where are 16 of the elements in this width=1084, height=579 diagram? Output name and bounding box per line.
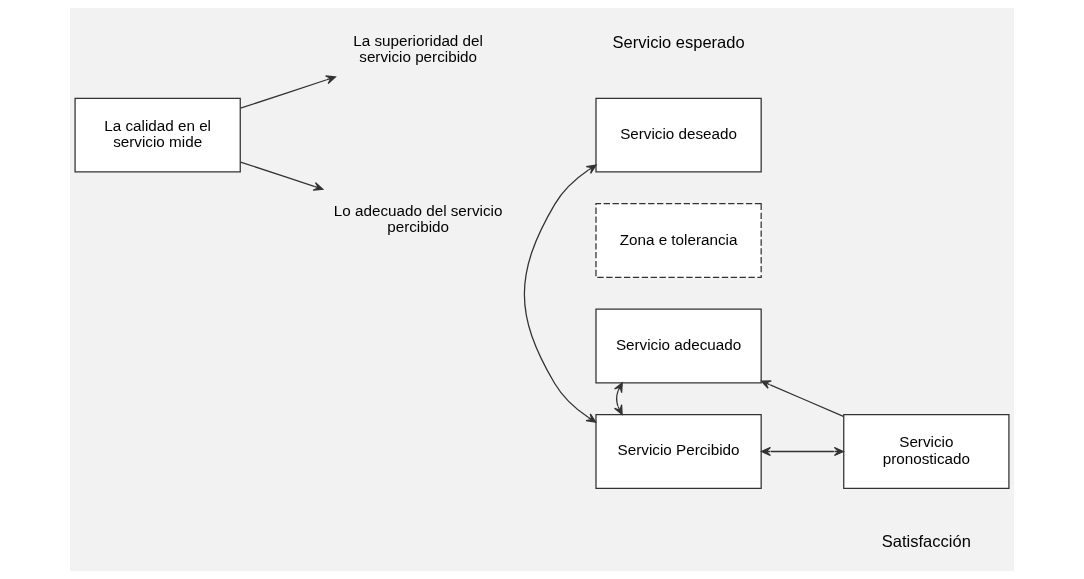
arrow xyxy=(760,380,844,417)
arrow xyxy=(760,446,844,457)
node-box: Servicio adecuado xyxy=(595,308,762,384)
node-box: Servicio pronosticado xyxy=(843,414,1010,489)
node-box: Servicio Percibido xyxy=(595,414,762,489)
node-box: Zona e tolerancia xyxy=(595,203,762,279)
arrow xyxy=(613,382,623,416)
node-box: La calidad en el servicio mide xyxy=(74,97,241,173)
arrow xyxy=(239,161,324,191)
label: Servicio esperado xyxy=(612,32,745,51)
node-box: Servicio deseado xyxy=(595,97,762,173)
label: Satisfacción xyxy=(881,532,971,551)
arrow xyxy=(239,75,336,109)
node-text: Lo adecuado del servicio percibido xyxy=(333,201,503,236)
node-text: La superioridad del servicio percibido xyxy=(353,31,483,66)
arrow xyxy=(523,164,597,423)
